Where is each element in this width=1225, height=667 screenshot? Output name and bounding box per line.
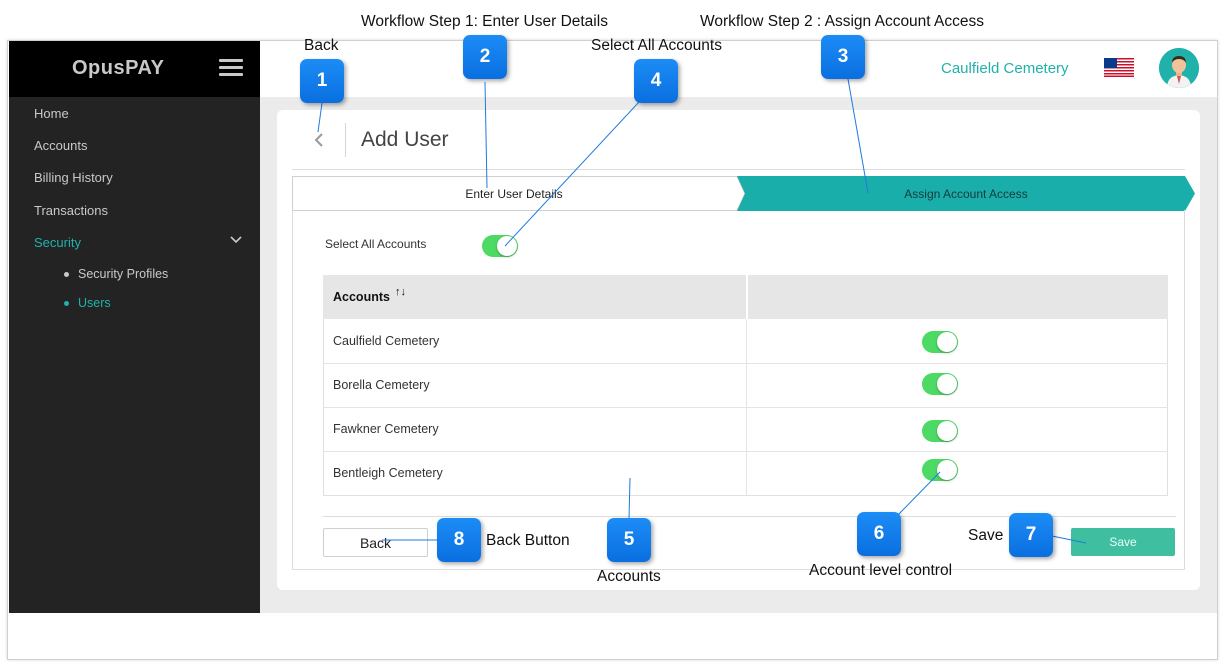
sidebar-subitem-users[interactable]: Users bbox=[64, 296, 111, 310]
account-access-toggle[interactable] bbox=[922, 420, 958, 442]
callout-badge-7: 7 bbox=[1009, 513, 1053, 557]
callout-badge-2: 2 bbox=[463, 35, 507, 79]
accounts-header-label: Accounts bbox=[333, 290, 390, 304]
callout-badge-6: 6 bbox=[857, 512, 901, 556]
sidebar-subitem-security-profiles[interactable]: Security Profiles bbox=[64, 267, 168, 281]
accounts-column-header[interactable]: Accounts ↑↓ bbox=[333, 286, 406, 304]
organization-name[interactable]: Caulfield Cemetery bbox=[941, 60, 1069, 77]
sort-icon[interactable]: ↑↓ bbox=[394, 286, 406, 298]
title-divider bbox=[345, 123, 346, 157]
sidebar bbox=[9, 97, 260, 613]
workflow-stepper: Enter User Details Assign Account Access bbox=[292, 176, 1195, 211]
bullet-icon bbox=[64, 301, 69, 307]
step-1-label: Enter User Details bbox=[465, 187, 562, 201]
annotation-accounts: Accounts bbox=[597, 568, 661, 585]
table-row-account: Bentleigh Cemetery bbox=[333, 466, 443, 480]
footer-divider bbox=[323, 516, 1176, 517]
table-header bbox=[323, 275, 1168, 319]
table-row-account: Caulfield Cemetery bbox=[333, 334, 440, 348]
annotation-save: Save bbox=[968, 527, 1004, 544]
bullet-icon bbox=[64, 272, 69, 278]
callout-badge-5: 5 bbox=[607, 518, 651, 562]
annotation-back: Back bbox=[304, 37, 339, 54]
assign-access-panel bbox=[292, 210, 1185, 570]
sidebar-item-security[interactable]: Security bbox=[34, 235, 81, 250]
account-access-toggle[interactable] bbox=[922, 331, 958, 353]
header-column-divider bbox=[746, 275, 748, 319]
annotation-workflow-step-2: Workflow Step 2 : Assign Account Access bbox=[700, 13, 985, 30]
callout-badge-4: 4 bbox=[634, 59, 678, 103]
select-all-toggle[interactable] bbox=[482, 235, 518, 257]
sidebar-item-accounts[interactable]: Accounts bbox=[34, 138, 88, 153]
annotation-account-level-control: Account level control bbox=[809, 562, 953, 579]
chevron-down-icon[interactable] bbox=[230, 236, 242, 244]
annotation-back-button: Back Button bbox=[486, 532, 570, 549]
user-avatar[interactable] bbox=[1159, 48, 1199, 88]
save-button[interactable]: Save bbox=[1071, 528, 1175, 556]
annotation-workflow-step-1: Workflow Step 1: Enter User Details bbox=[361, 13, 608, 30]
callout-badge-8: 8 bbox=[437, 518, 481, 562]
row-divider bbox=[323, 451, 1168, 452]
brand-logo: OpusPAY bbox=[72, 57, 165, 79]
annotation-select-all: Select All Accounts bbox=[591, 37, 722, 54]
row-divider bbox=[323, 407, 1168, 408]
back-button[interactable]: Back bbox=[323, 528, 428, 557]
page-title: Add User bbox=[361, 128, 449, 151]
select-all-label: Select All Accounts bbox=[325, 237, 427, 251]
hamburger-menu-icon[interactable] bbox=[219, 59, 243, 77]
header-divider bbox=[292, 169, 1185, 170]
sidebar-item-home[interactable]: Home bbox=[34, 106, 69, 121]
brand-bar bbox=[9, 41, 260, 97]
table-row-account: Fawkner Cemetery bbox=[333, 422, 439, 436]
sidebar-subitem-label: Users bbox=[78, 296, 111, 310]
account-access-toggle[interactable] bbox=[922, 373, 958, 395]
table-row-account: Borella Cemetery bbox=[333, 378, 430, 392]
back-chevron-icon[interactable] bbox=[312, 132, 326, 148]
account-access-toggle[interactable] bbox=[922, 459, 958, 481]
avatar-person-icon bbox=[1159, 48, 1199, 88]
sidebar-item-transactions[interactable]: Transactions bbox=[34, 203, 108, 218]
callout-badge-1: 1 bbox=[300, 59, 344, 103]
row-divider bbox=[323, 363, 1168, 364]
sidebar-subitem-label: Security Profiles bbox=[78, 267, 169, 281]
us-flag-icon[interactable] bbox=[1104, 58, 1134, 77]
step-2-label: Assign Account Access bbox=[904, 187, 1027, 201]
callout-badge-3: 3 bbox=[821, 35, 865, 79]
sidebar-item-billing-history[interactable]: Billing History bbox=[34, 170, 113, 185]
